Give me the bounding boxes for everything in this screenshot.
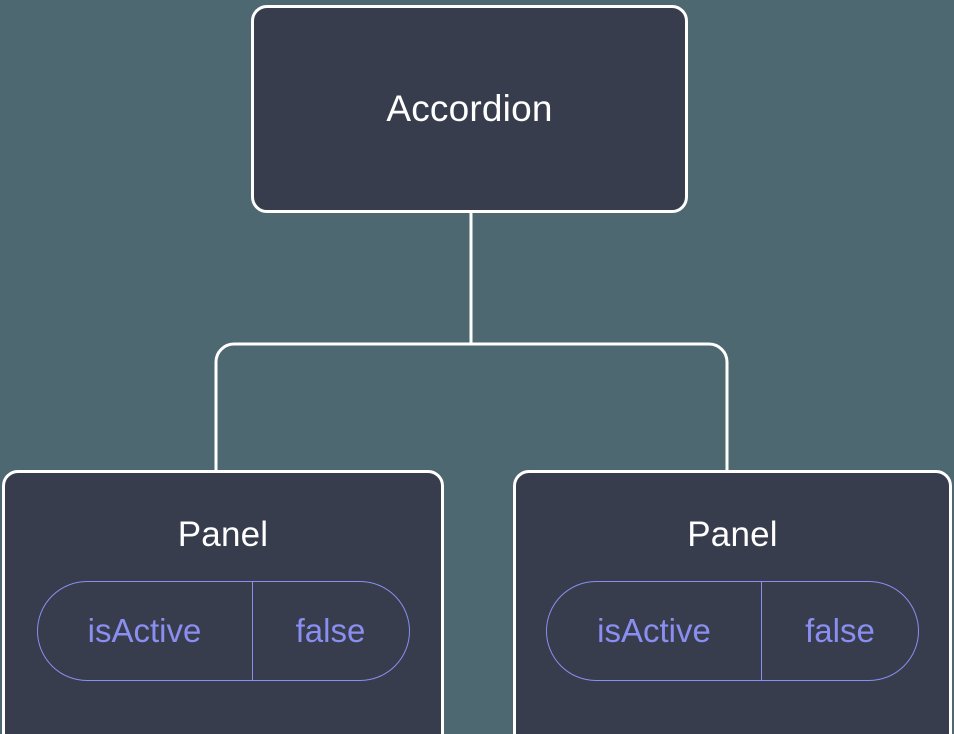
prop-value-isactive-2: false	[805, 611, 875, 649]
node-accordion-label: Accordion	[386, 87, 553, 129]
connector-branch-right	[471, 342, 729, 472]
node-accordion[interactable]: Accordion	[251, 5, 688, 213]
prop-pill-isactive-1[interactable]: isActive false	[36, 580, 410, 681]
node-panel-2-label: Panel	[687, 515, 778, 554]
prop-pill-isactive-2[interactable]: isActive false	[546, 580, 919, 681]
prop-key-isactive-1: isActive	[38, 581, 253, 680]
prop-key-isactive-2: isActive	[547, 581, 762, 680]
node-panel-1[interactable]: Panel isActive false	[2, 470, 444, 734]
node-panel-1-label: Panel	[177, 515, 269, 554]
prop-value-isactive-1: false	[295, 611, 366, 649]
node-panel-2[interactable]: Panel isActive false	[513, 470, 952, 734]
connector-branch-left	[214, 342, 471, 472]
